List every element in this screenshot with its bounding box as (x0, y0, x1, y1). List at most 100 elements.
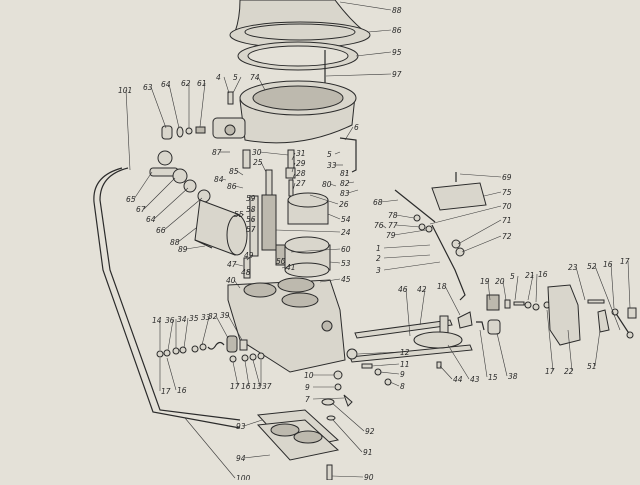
leader-line (201, 316, 210, 346)
part-callout-17: 17 (545, 367, 555, 376)
part-callout-17: 17 (161, 387, 171, 396)
leader-line (241, 213, 245, 216)
part-callout-42: 42 (417, 285, 427, 294)
throttle-lever-parts (413, 294, 551, 369)
leader-line (627, 260, 631, 309)
part-callout-16: 16 (603, 260, 613, 269)
leader-line (177, 227, 197, 243)
part-callout-82: 82 (340, 179, 350, 188)
part-callout-14: 14 (152, 316, 162, 325)
leader-line (447, 344, 470, 380)
air-filter-dome (229, 0, 371, 49)
leader-line (291, 152, 296, 161)
part-callout-59: 59 (246, 194, 256, 203)
part-callout-71: 71 (502, 216, 512, 225)
leader-line (291, 172, 296, 181)
part-callout-4: 4 (216, 73, 221, 82)
part-callout-101: 101 (118, 86, 132, 95)
part-callout-91: 91 (363, 448, 373, 457)
part-callout-16: 16 (241, 382, 251, 391)
leader-line (367, 29, 392, 33)
part-callout-21: 21 (525, 271, 535, 280)
leader-line (575, 266, 586, 301)
jets-and-springs (242, 149, 296, 279)
leader-line (327, 213, 341, 220)
part-callout-40: 40 (226, 276, 236, 285)
part-callout-30: 30 (252, 148, 262, 157)
part-callout-36: 36 (165, 316, 175, 325)
leader-line (259, 151, 289, 156)
part-callout-16: 16 (177, 386, 187, 395)
choke-rod-68 (394, 189, 436, 223)
part-callout-56: 56 (246, 215, 256, 224)
leader-line (232, 361, 239, 387)
leader-line (331, 475, 364, 478)
part-callout-1: 1 (376, 244, 381, 253)
part-callout-88: 88 (170, 238, 180, 247)
leader-line (325, 73, 392, 77)
part-callout-44: 44 (453, 375, 463, 384)
part-callout-77: 77 (388, 221, 398, 230)
leader-line (371, 363, 400, 367)
part-callout-9: 9 (305, 383, 310, 392)
part-callout-2: 2 (376, 254, 381, 263)
leader-line (163, 197, 203, 231)
gasket-95 (237, 41, 359, 71)
part-callout-78: 78 (388, 211, 398, 220)
part-callout-88: 88 (392, 6, 402, 15)
leader-line (281, 266, 286, 269)
leader-line (594, 329, 601, 367)
leader-line (143, 177, 176, 210)
leader-line (527, 274, 534, 301)
part-callout-31: 31 (296, 149, 306, 158)
leader-line (184, 417, 236, 479)
leader-line (381, 224, 387, 229)
leader-line (347, 181, 355, 184)
part-callout-17: 17 (620, 257, 630, 266)
leader-line (389, 381, 400, 387)
part-callout-38: 38 (508, 372, 518, 381)
leader-line (444, 285, 461, 316)
part-callout-60: 60 (341, 245, 351, 254)
part-callout-68: 68 (373, 198, 383, 207)
leader-line (232, 76, 242, 94)
part-callout-100: 100 (236, 474, 251, 480)
leader-line (429, 205, 502, 225)
leader-line (243, 419, 263, 427)
leader-line (292, 182, 296, 191)
part-callout-26: 26 (339, 200, 349, 209)
leader-line (246, 269, 250, 273)
lever-6 (339, 137, 357, 173)
part-callout-19: 19 (480, 277, 490, 286)
part-callout-37: 37 (262, 382, 272, 391)
leader-line (199, 82, 206, 128)
leader-line (567, 329, 573, 372)
leader-line (251, 228, 255, 233)
part-callout-6: 6 (354, 123, 359, 132)
part-callout-52: 52 (587, 262, 597, 271)
part-callout-70: 70 (502, 202, 512, 211)
leader-line (514, 275, 519, 301)
leader-line (257, 76, 266, 91)
part-callout-85: 85 (229, 167, 239, 176)
part-callout-39: 39 (220, 311, 230, 320)
part-callout-75: 75 (502, 188, 512, 197)
part-callout-50: 50 (276, 257, 286, 266)
part-callout-72: 72 (502, 232, 512, 241)
leader-line (234, 263, 244, 267)
leader-line (185, 245, 206, 250)
leader-line (252, 359, 261, 387)
leader-line (125, 89, 131, 171)
part-callout-5: 5 (233, 73, 238, 82)
part-callout-94: 94 (236, 454, 246, 463)
vent-hose-100 (99, 167, 241, 421)
leader-line (383, 261, 441, 271)
leader-line (329, 183, 337, 187)
part-callout-69: 69 (502, 173, 512, 182)
part-callout-34: 34 (177, 315, 187, 324)
part-callout-11: 11 (400, 360, 410, 369)
part-callout-5: 5 (510, 272, 515, 281)
part-callout-18: 18 (437, 282, 447, 291)
part-callout-53: 53 (341, 259, 351, 268)
